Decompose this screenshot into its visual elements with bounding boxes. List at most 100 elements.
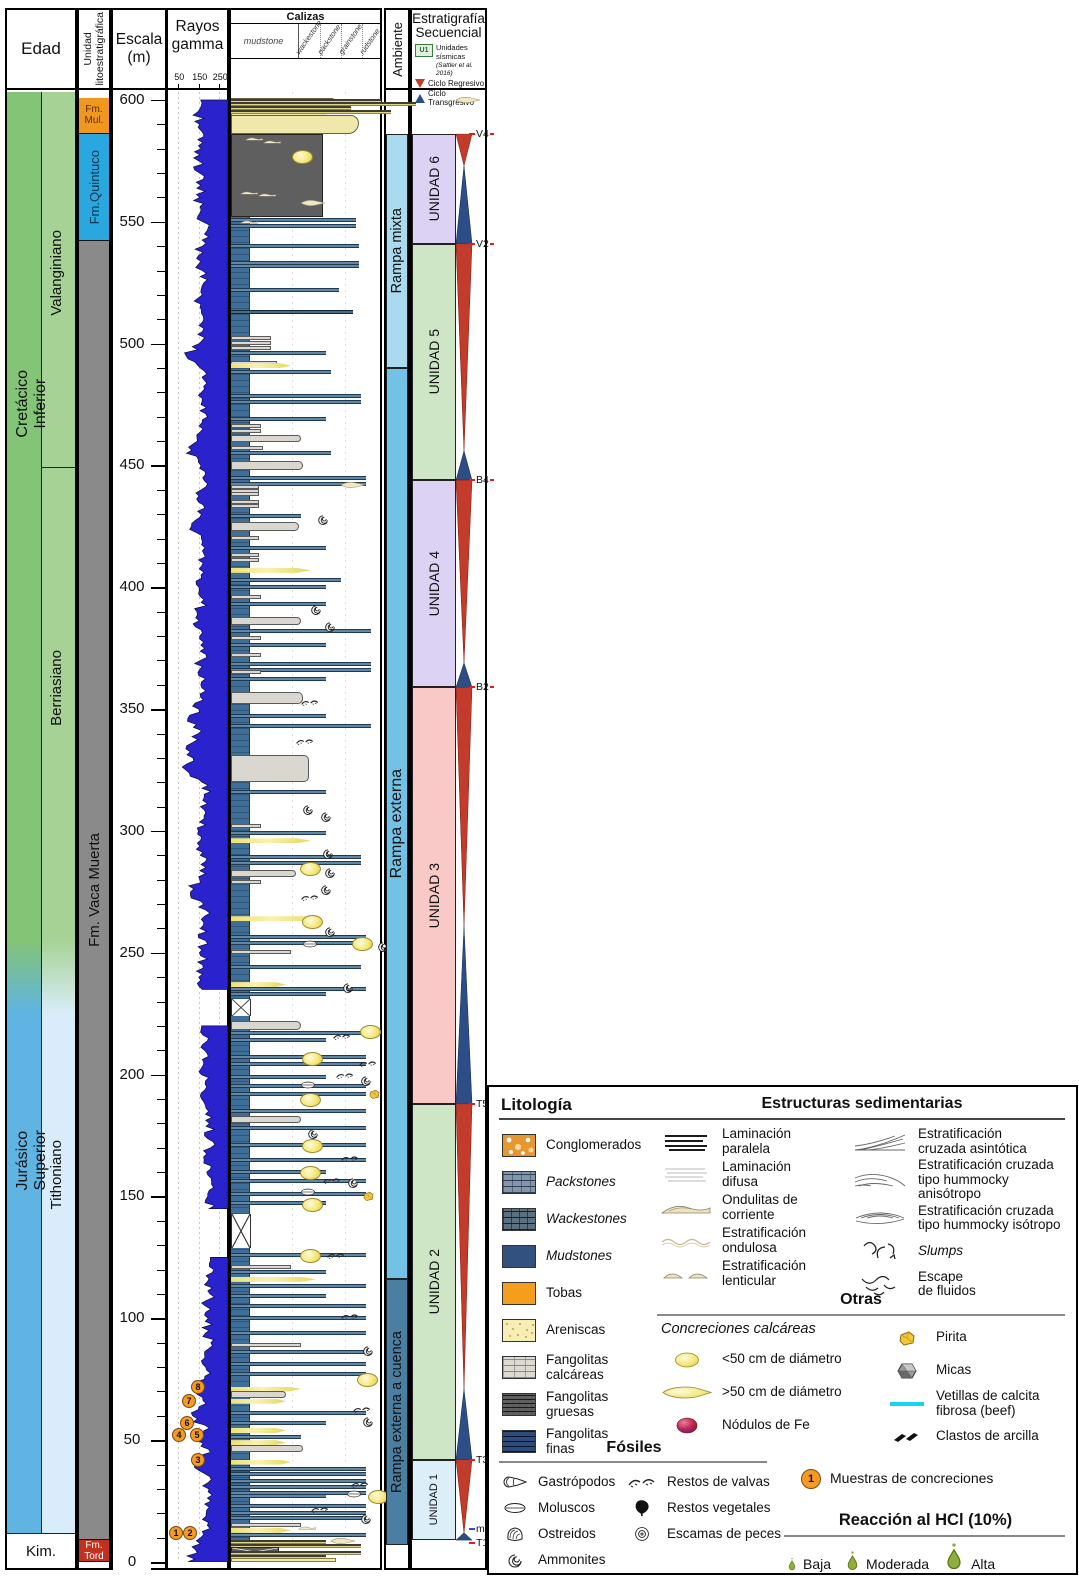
fossil-tan-lens-icon — [455, 96, 481, 104]
legend-item-label: Laminación paralela — [722, 1125, 792, 1156]
unit-block-5: UNIDAD 5 — [412, 243, 456, 481]
stage-block-tithoniano — [41, 1014, 75, 1533]
legend-item-ondulitas: Ondulitas de corriente — [659, 1191, 851, 1224]
legend-item-restos-vegetales: Restos vegetales — [626, 1495, 786, 1521]
pirita-icon — [887, 1329, 927, 1347]
litho-mudstone-bed — [231, 416, 326, 421]
concretion-ellipse — [300, 1093, 321, 1108]
scale-major-tick-right — [146, 952, 165, 955]
scale-minor-tick — [157, 1172, 165, 1174]
unit-block-3: UNIDAD 3 — [412, 687, 456, 1104]
litho-mudstone-bed — [231, 287, 339, 292]
gamma-tick-mark — [178, 84, 180, 88]
fossil-valvas-icon — [332, 1032, 352, 1041]
transgressive-triangle-icon — [415, 93, 425, 103]
litho-tuff-bed — [231, 102, 416, 107]
hummocky-anisotropo-icon — [851, 1170, 909, 1190]
fossil-molusco-icon — [302, 940, 318, 948]
transgressive-cycle-triangle — [456, 1532, 473, 1541]
litho-mudstone-bed — [231, 1157, 366, 1162]
litho-mudstone-bed — [231, 577, 341, 582]
marker-label: T1 — [476, 1537, 489, 1550]
scale-major-tick-right — [146, 343, 165, 346]
fossil-valvas-icon — [358, 1059, 378, 1068]
unit-block-6: UNIDAD 6 — [412, 134, 456, 244]
concretion-ellipse — [292, 150, 313, 165]
litho-mudstone-bed — [231, 965, 361, 969]
litho-calcareous-bed — [231, 488, 259, 493]
legend-fosiles-title: Fósiles — [606, 1439, 662, 1456]
scale-major-tick-right — [146, 587, 165, 589]
legend-item-label: Restos vegetales — [667, 1499, 771, 1515]
litho-calcareous-block — [231, 692, 303, 705]
scale-minor-tick — [157, 124, 165, 126]
scale-minor-tick — [157, 757, 165, 759]
litho-calcareous-bed — [231, 653, 261, 658]
gota-alta-icon — [943, 1543, 965, 1572]
litho-calcareous-block — [231, 1391, 286, 1398]
legend-item-mudstones: Mudstones — [501, 1238, 681, 1275]
scale-minor-tick — [157, 684, 165, 686]
gamma-curve-segment — [198, 1025, 228, 1210]
legend-item-fang-finas: Fangolitas finas — [501, 1423, 681, 1460]
regressive-cycle-triangle — [456, 479, 473, 663]
legend-item-concrecion-mayor: >50 cm de diámetro — [661, 1376, 876, 1409]
estrat-ondulosa-icon — [659, 1234, 713, 1248]
scale-minor-tick — [157, 1050, 165, 1052]
scale-minor-tick — [157, 392, 165, 394]
scale-minor-tick — [157, 1147, 165, 1149]
legend-item-pirita: Pirita — [887, 1321, 1072, 1354]
ambiente-block-1: Rampa externa — [386, 368, 408, 1280]
litho-calcareous-bed — [231, 336, 271, 341]
marker-dash — [469, 1103, 475, 1106]
sample-marker-1: 1 — [169, 1525, 183, 1540]
litho-mudstone-bed — [231, 1201, 326, 1206]
scale-minor-tick — [157, 270, 165, 272]
scale-minor-tick — [157, 538, 165, 540]
legend-item-label: Wackestones — [546, 1211, 627, 1227]
legend-item-escamas-peces: Escamas de peces — [626, 1521, 786, 1547]
tobas-swatch — [502, 1282, 536, 1305]
legend-item-label: Escamas de peces — [667, 1525, 782, 1541]
regressive-cycle-triangle — [456, 133, 473, 166]
legend-item-lam-difusa: Laminación difusa — [659, 1158, 851, 1191]
scale-label: 500 — [113, 334, 151, 352]
concrecion-menor-icon — [661, 1352, 713, 1368]
legend-item-label: Conglomerados — [546, 1137, 642, 1153]
scale-label: 400 — [113, 578, 151, 596]
legend-item-label: Packstones — [546, 1174, 616, 1190]
litho-tuff-bed — [231, 1551, 361, 1556]
seq-legend-units: U1 Unidades sísmicas (Sattler et al. 201… — [415, 44, 485, 77]
calizas-header-label: Calizas — [229, 10, 382, 24]
fossil-ondulita-icon — [240, 218, 258, 225]
litho-mudstone-bed — [231, 1084, 366, 1089]
formation-block-fmmul: Fm. Mul. — [79, 97, 109, 135]
legend-estructuras-title: Estructuras sedimentarias — [761, 1095, 963, 1112]
regressive-label: Ciclo Regresivo — [428, 79, 485, 89]
era-block-cretacico — [7, 92, 41, 940]
escala-header: Escala (m) — [113, 10, 165, 90]
fossil-ondulita-icon — [263, 138, 281, 145]
scale-major-tick-right — [146, 1074, 165, 1077]
conglomerados-swatch — [502, 1134, 536, 1157]
scale-minor-tick — [157, 1245, 165, 1247]
scale-minor-tick — [157, 1025, 165, 1027]
legend-item-label: Laminación difusa — [722, 1158, 792, 1189]
legend-item-fang-calcareas: Fangolitas calcáreas — [501, 1349, 681, 1386]
fossil-valvas-icon — [300, 893, 320, 902]
unit-label: UNIDAD 6 — [426, 156, 442, 222]
legend-item-gastropodos: Gastrópodos — [501, 1469, 626, 1495]
fossil-ammonite-icon — [315, 513, 331, 526]
fossil-valvas-icon — [310, 1505, 330, 1514]
tobas-icon — [501, 1282, 537, 1305]
fang-calcareas-icon — [501, 1356, 537, 1379]
litho-calcareous-bed — [231, 346, 271, 351]
legend-item-label: Moluscos — [538, 1499, 596, 1515]
scale-major-tick-right — [146, 709, 165, 711]
era-gradient — [7, 940, 41, 1014]
fossil-ammonite-icon — [345, 1176, 361, 1189]
litho-tuff-bed — [231, 106, 351, 111]
